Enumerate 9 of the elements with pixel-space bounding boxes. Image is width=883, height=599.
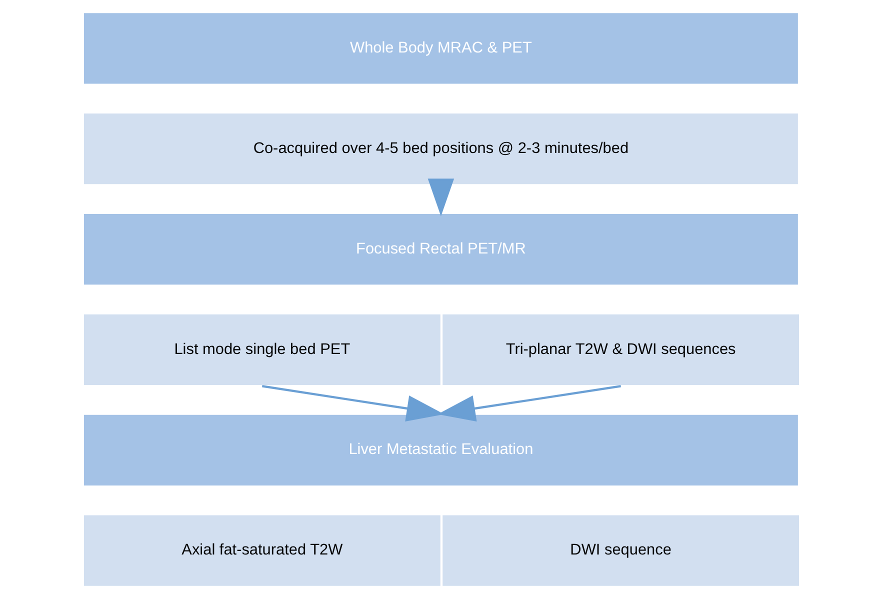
node-box: Focused Rectal PET/MR [82,212,800,286]
node-box: Whole Body MRAC & PET [82,12,800,85]
arrow [438,385,621,422]
node-box: List mode single bed PET [82,313,442,386]
node-box: DWI sequence [442,514,800,587]
node-box: Liver Metastatic Evaluation [82,414,800,487]
node-box: Tri-planar T2W & DWI sequences [442,313,800,386]
node-box: Axial fat-saturated T2W [82,514,442,587]
arrow [428,178,454,216]
